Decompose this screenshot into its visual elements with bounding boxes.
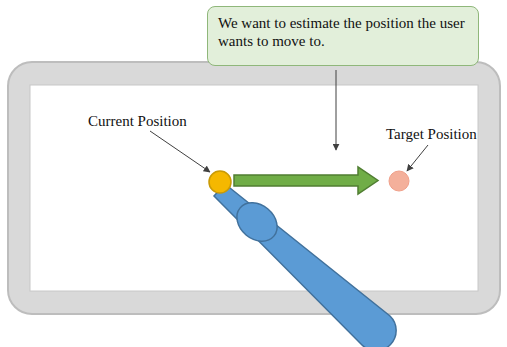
leader-line [150, 131, 210, 172]
tablet-bezel [8, 62, 500, 314]
position-label: Current Position [88, 112, 187, 130]
tablet-screen [30, 85, 478, 291]
position-label: Target Position [386, 125, 477, 143]
target-dot [389, 171, 409, 191]
motion-arrow [234, 167, 378, 194]
callout-box: We want to estimate the position the use… [207, 6, 479, 66]
stylus-grip [229, 195, 285, 249]
stylus-body [214, 184, 396, 347]
callout-text: We want to estimate the position the use… [218, 14, 468, 50]
leader-line [407, 145, 428, 171]
leader-line [336, 70, 337, 150]
current-dot [209, 171, 231, 193]
